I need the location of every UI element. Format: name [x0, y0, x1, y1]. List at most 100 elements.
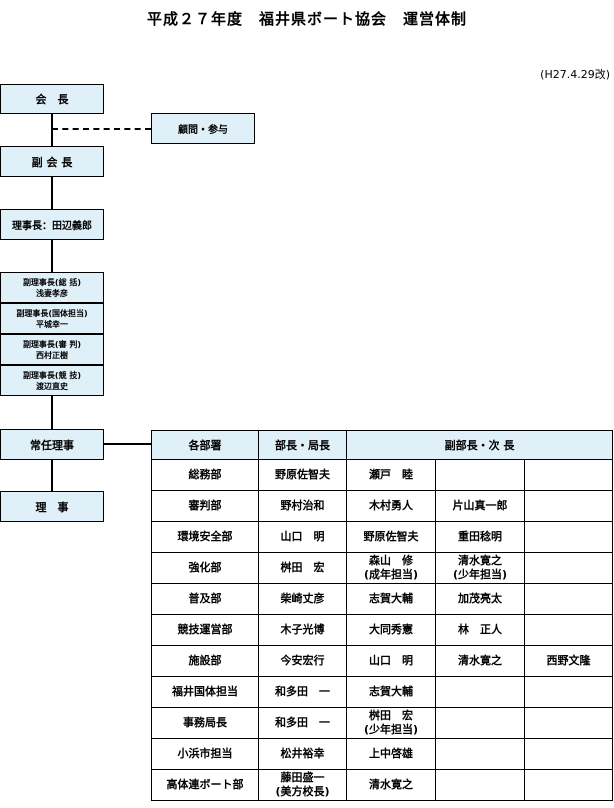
deputy-cell: [435, 707, 525, 739]
vice-chairman-role: 副理事長(総 括): [22, 277, 82, 287]
deputy-cell: [435, 459, 525, 491]
connector-line: [51, 460, 53, 491]
vice-chairman-role: 副理事長(競 技): [22, 370, 82, 380]
vice-chairman-role: 副理事長(国体担当): [16, 308, 88, 318]
table-row: 審判部野村治和木村勇人片山真一郎: [151, 490, 613, 522]
advisor-dashed-connector: [52, 128, 151, 130]
head-cell: 和多田 一: [258, 707, 347, 739]
head-cell: 桝田 宏: [258, 552, 347, 584]
department-cell: 強化部: [151, 552, 259, 584]
director-label: 理 事: [35, 500, 69, 514]
table-row: 強化部桝田 宏森山 修 (成年担当)清水寛之 (少年担当): [151, 552, 613, 584]
department-cell: 施設部: [151, 645, 259, 677]
vice-president-box: 副 会 長: [0, 146, 104, 177]
deputy-cell: 清水寛之 (少年担当): [435, 552, 525, 584]
deputy-cell: 大同秀憲: [346, 614, 436, 646]
deputy-cell: [524, 521, 613, 553]
head-cell: 松井裕幸: [258, 738, 347, 770]
department-cell: 事務局長: [151, 707, 259, 739]
department-cell: 普及部: [151, 583, 259, 615]
vice-chairman-name: 渡辺直史: [36, 381, 68, 391]
deputy-cell: [524, 583, 613, 615]
deputy-cell: 上中啓雄: [346, 738, 436, 770]
deputy-cell: 志賀大輔: [346, 676, 436, 708]
deputy-cell: 山口 明: [346, 645, 436, 677]
table-row: 環境安全部山口 明野原佐智夫重田稔明: [151, 521, 613, 553]
deputy-cell: 林 正人: [435, 614, 525, 646]
deputy-cell: 野原佐智夫: [346, 521, 436, 553]
standing-director-connector: [104, 443, 151, 445]
table-row: 小浜市担当松井裕幸上中啓雄: [151, 738, 613, 770]
president-label: 会 長: [35, 93, 69, 106]
president-box: 会 長: [0, 84, 104, 114]
deputy-cell: 瀬戸 睦: [346, 459, 436, 491]
vice-chairman-box: 副理事長(国体担当) 平城幸一: [0, 303, 104, 334]
deputy-cell: [524, 490, 613, 522]
table-row: 普及部柴崎丈彦志賀大輔加茂亮太: [151, 583, 613, 615]
deputy-cell: [524, 676, 613, 708]
chairman-label: 理事長：田辺義郎: [12, 221, 92, 232]
table-row: 総務部野原佐智夫瀬戸 睦: [151, 459, 613, 491]
director-box: 理 事: [0, 491, 104, 522]
deputy-cell: [524, 707, 613, 739]
deputy-cell: 桝田 宏 (少年担当): [346, 707, 436, 739]
head-cell: 藤田盛一 (美方校長): [258, 769, 347, 801]
deputy-cell: 清水寛之: [346, 769, 436, 801]
head-cell: 木子光博: [258, 614, 347, 646]
header-deputies: 副部長・次 長: [346, 430, 613, 460]
department-table: 各部署 部長・局長 副部長・次 長 総務部野原佐智夫瀬戸 睦審判部野村治和木村勇…: [151, 430, 613, 801]
deputy-cell: [435, 738, 525, 770]
head-cell: 和多田 一: [258, 676, 347, 708]
head-cell: 野原佐智夫: [258, 459, 347, 491]
deputy-cell: 西野文隆: [524, 645, 613, 677]
deputy-cell: [524, 769, 613, 801]
deputy-cell: 志賀大輔: [346, 583, 436, 615]
department-cell: 福井国体担当: [151, 676, 259, 708]
revision-date: (H27.4.29改): [540, 68, 610, 81]
department-cell: 競技運営部: [151, 614, 259, 646]
deputy-cell: [435, 769, 525, 801]
head-cell: 柴崎丈彦: [258, 583, 347, 615]
deputy-cell: [524, 614, 613, 646]
vice-president-label: 副 会 長: [31, 155, 73, 169]
deputy-cell: 木村勇人: [346, 490, 436, 522]
advisor-box: 顧問・参与: [151, 113, 255, 144]
vice-chairman-box: 副理事長(競 技) 渡辺直史: [0, 365, 104, 396]
deputy-cell: 重田稔明: [435, 521, 525, 553]
deputy-cell: [524, 459, 613, 491]
connector-line: [51, 396, 53, 429]
table-header-row: 各部署 部長・局長 副部長・次 長: [151, 430, 613, 460]
deputy-cell: 森山 修 (成年担当): [346, 552, 436, 584]
standing-director-label: 常任理事: [30, 438, 74, 452]
table-row: 競技運営部木子光博大同秀憲林 正人: [151, 614, 613, 646]
head-cell: 野村治和: [258, 490, 347, 522]
header-department: 各部署: [151, 430, 259, 460]
head-cell: 山口 明: [258, 521, 347, 553]
deputy-cell: 清水寛之: [435, 645, 525, 677]
table-row: 施設部今安宏行山口 明清水寛之西野文隆: [151, 645, 613, 677]
deputy-cell: [524, 738, 613, 770]
department-cell: 審判部: [151, 490, 259, 522]
deputy-cell: [435, 676, 525, 708]
page-title: 平成２７年度 福井県ボート協会 運営体制: [146, 10, 467, 28]
deputy-cell: 加茂亮太: [435, 583, 525, 615]
chairman-box: 理事長：田辺義郎: [0, 209, 104, 240]
vice-chairman-role: 副理事長(審 判): [22, 339, 82, 349]
standing-director-box: 常任理事: [0, 429, 104, 460]
header-head: 部長・局長: [258, 430, 347, 460]
department-cell: 小浜市担当: [151, 738, 259, 770]
table-row: 福井国体担当和多田 一志賀大輔: [151, 676, 613, 708]
department-cell: 総務部: [151, 459, 259, 491]
head-cell: 今安宏行: [258, 645, 347, 677]
vice-chairman-name: 平城幸一: [36, 319, 68, 329]
vice-chairman-box: 副理事長(総 括) 浅妻孝彦: [0, 272, 104, 303]
vice-chairman-name: 西村正樹: [36, 350, 68, 360]
department-cell: 環境安全部: [151, 521, 259, 553]
table-row: 高体連ボート部藤田盛一 (美方校長)清水寛之: [151, 769, 613, 801]
vice-chairman-box: 副理事長(審 判) 西村正樹: [0, 334, 104, 365]
connector-line: [51, 114, 53, 146]
vice-chairman-name: 浅妻孝彦: [36, 288, 68, 298]
connector-line: [51, 240, 53, 272]
advisor-label: 顧問・参与: [178, 125, 228, 136]
table-row: 事務局長和多田 一桝田 宏 (少年担当): [151, 707, 613, 739]
